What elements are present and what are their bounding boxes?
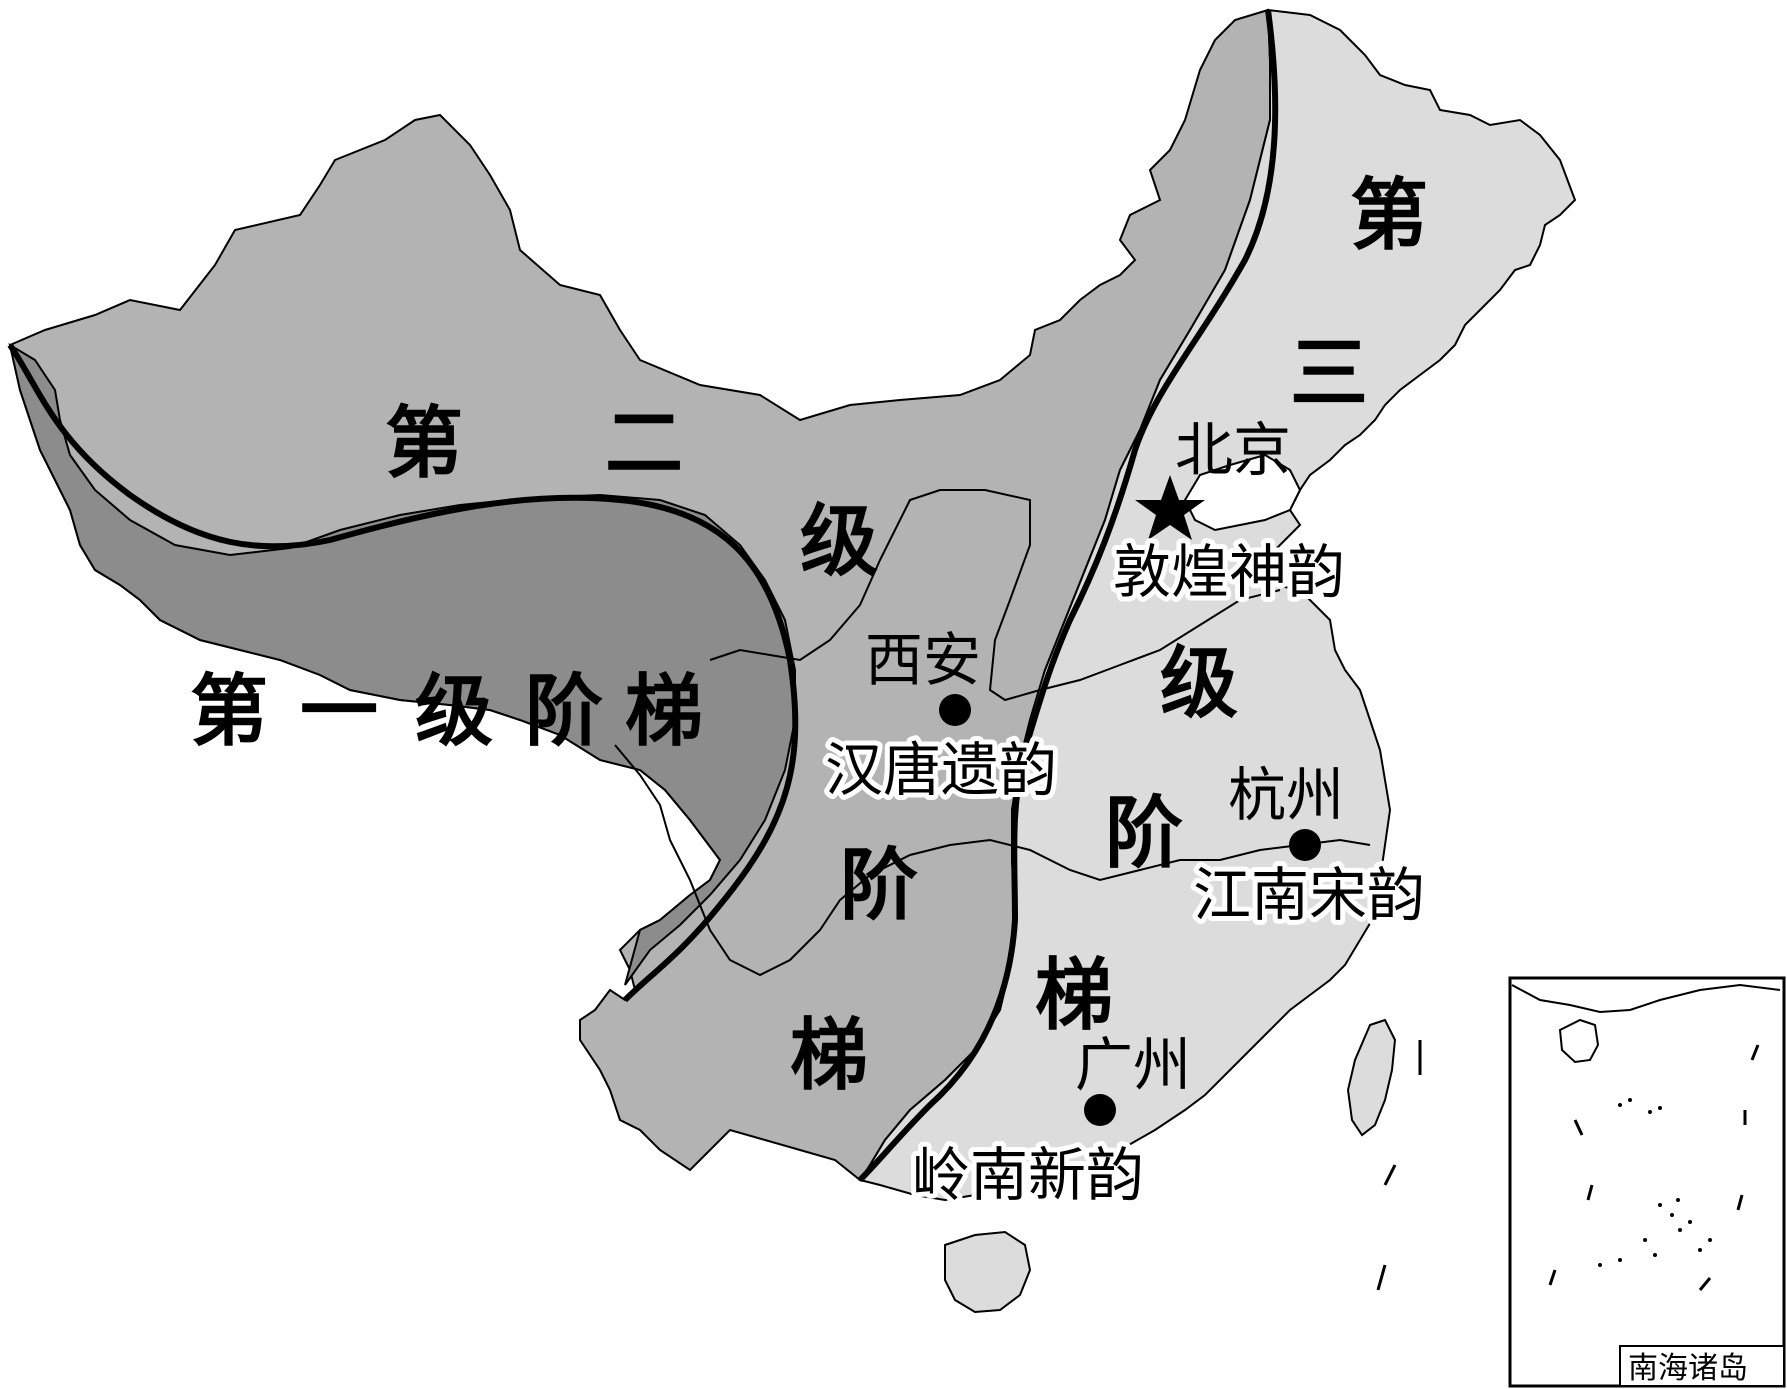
city-theme-xian: 汉唐遗韵	[825, 736, 1057, 804]
inset-coastline	[1511, 983, 1781, 1014]
first-step-char-2: 一	[300, 667, 378, 757]
third-step-char-1: 第	[1350, 171, 1428, 261]
first-step-char-1: 第	[190, 667, 268, 757]
third-step-char-2: 三	[1290, 329, 1368, 419]
first-step-char-4: 阶	[525, 667, 603, 757]
inset-label-box	[1619, 1345, 1785, 1387]
inset-label: 南海诸岛	[1628, 1351, 1748, 1386]
sea-dashes	[1376, 1040, 1422, 1291]
city-theme-hangzhou: 江南宋韵	[1193, 861, 1425, 929]
bohai-sea	[1183, 453, 1302, 532]
star-icon	[1135, 475, 1205, 540]
city-theme-beijing: 敦煌神韵	[1113, 538, 1345, 606]
inset-island-dots	[1598, 1098, 1712, 1267]
dot-icon	[1289, 829, 1321, 861]
city-name-hangzhou: 杭州	[1228, 761, 1344, 829]
inset-hainan	[1558, 1018, 1600, 1064]
yangtze-river	[614, 744, 1371, 977]
third-step-char-4: 阶	[1105, 789, 1183, 879]
boundary-first-second	[7, 343, 799, 1003]
inset-dash-line	[1548, 1044, 1760, 1357]
inset-south-china-sea: 南海诸岛	[1508, 976, 1786, 1388]
second-step-char-3: 级	[800, 497, 878, 587]
first-step-char-5: 梯	[625, 667, 703, 757]
city-name-beijing: 北京	[1175, 416, 1291, 484]
dot-icon	[1084, 1094, 1116, 1126]
second-step-char-4: 阶	[840, 841, 918, 931]
city-xian: 西安 汉唐遗韵	[820, 626, 1062, 809]
second-step-char-1: 第	[385, 399, 463, 489]
boundary-second-third	[857, 9, 1279, 1183]
dot-icon	[939, 694, 971, 726]
taiwan-island	[1346, 1018, 1397, 1137]
city-name-guangzhou: 广州	[1075, 1031, 1191, 1099]
yellow-river	[709, 489, 1281, 702]
city-beijing: 北京 敦煌神韵	[1108, 416, 1350, 611]
city-name-xian: 西安	[865, 626, 981, 694]
second-step-char-5: 梯	[790, 1011, 868, 1101]
city-guangzhou: 广州 岭南新韵	[907, 1031, 1191, 1214]
third-step-char-5: 梯	[1035, 951, 1113, 1041]
city-hangzhou: 杭州 江南宋韵	[1188, 761, 1430, 934]
second-step-char-2: 二	[605, 399, 683, 489]
first-step-region	[8, 342, 796, 986]
hainan-island	[944, 1230, 1032, 1314]
third-step-char-3: 级	[1160, 639, 1238, 729]
city-theme-guangzhou: 岭南新韵	[912, 1141, 1144, 1209]
first-step-char-3: 级	[415, 667, 493, 757]
